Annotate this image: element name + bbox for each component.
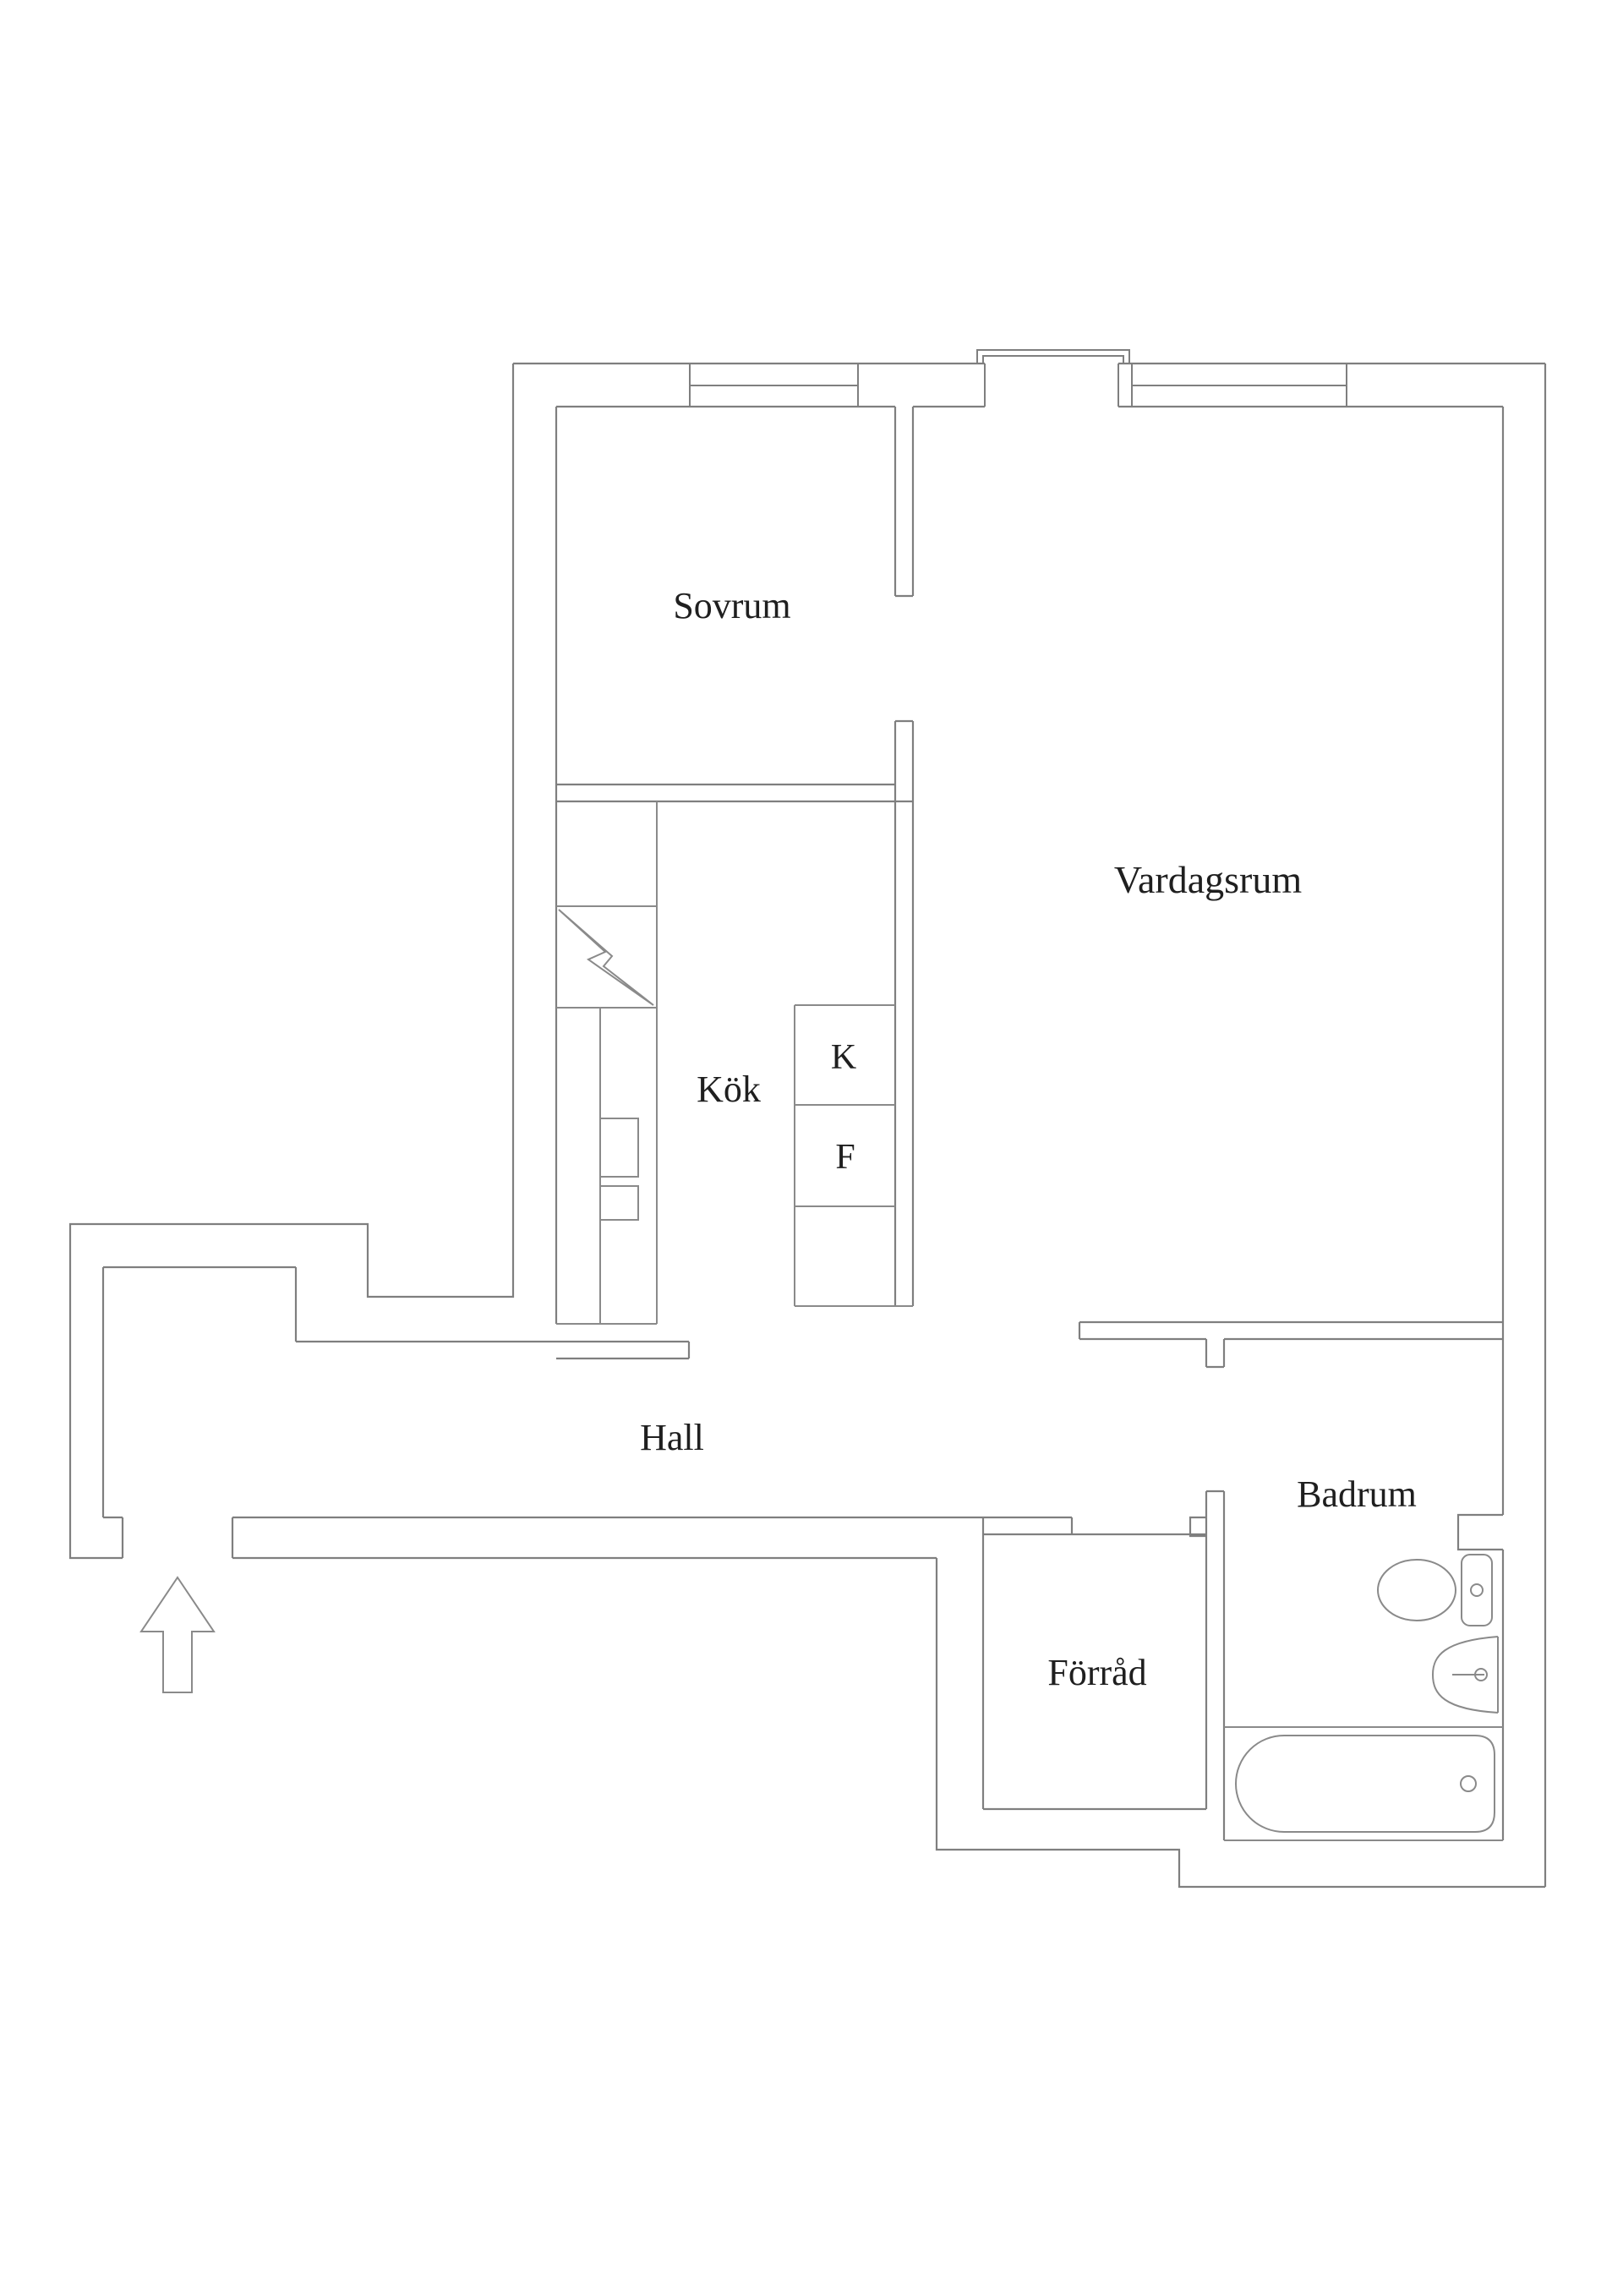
entrance-arrow (139, 1576, 216, 1693)
wall-segment (935, 1558, 1545, 1889)
room-label-forrad: Förråd (1047, 1652, 1146, 1693)
wall-segment (68, 364, 515, 1560)
sink-basin-box (599, 1118, 639, 1178)
exterior-walls (68, 362, 1547, 1889)
stove-lightning-icon (558, 909, 654, 1006)
bathroom-walls (1189, 1339, 1503, 1840)
storage-walls (981, 1517, 1206, 1811)
room-label-hall: Hall (640, 1417, 704, 1458)
balcony-door-inner (982, 355, 1124, 364)
exterior-wall-inner-faces (101, 405, 1505, 1840)
windows (689, 364, 1347, 407)
entrance-arrow-icon (139, 1576, 216, 1693)
fridge-freezer-cabinet (794, 1004, 913, 1307)
bedroom-walls (556, 407, 915, 1306)
room-label-sovrum: Sovrum (673, 585, 790, 626)
toilet-icon (1377, 1554, 1493, 1626)
bathtub-drain (1460, 1775, 1477, 1792)
wall-pier (1456, 1513, 1503, 1551)
room-label-vardagsrum: Vardagsrum (1114, 858, 1302, 901)
room-labels: Sovrum Vardagsrum Kök Hall Badrum Förråd… (640, 585, 1417, 1693)
sink-faucet-knob (1474, 1668, 1488, 1681)
bathtub-icon (1224, 1726, 1503, 1841)
sink-icon (1431, 1636, 1499, 1714)
sink-bowl (1431, 1636, 1499, 1714)
appliance-label-kyl: K (831, 1038, 856, 1077)
livingroom-bottom-wall (1078, 1320, 1503, 1341)
room-label-kok: Kök (697, 1069, 761, 1110)
toilet-bowl (1377, 1559, 1456, 1621)
room-label-badrum: Badrum (1297, 1473, 1417, 1515)
appliance-label-frys: F (835, 1138, 855, 1177)
sink-basin-box (599, 1185, 639, 1221)
balcony-door-outer (976, 349, 1130, 364)
door-jamb (1189, 1516, 1206, 1538)
toilet-tank (1461, 1554, 1493, 1626)
toilet-button (1470, 1583, 1484, 1597)
balcony-door-icon (976, 349, 1130, 407)
kitchen-counter (556, 801, 658, 1325)
hall-walls (103, 1266, 1074, 1558)
bathtub-basin (1235, 1735, 1495, 1833)
